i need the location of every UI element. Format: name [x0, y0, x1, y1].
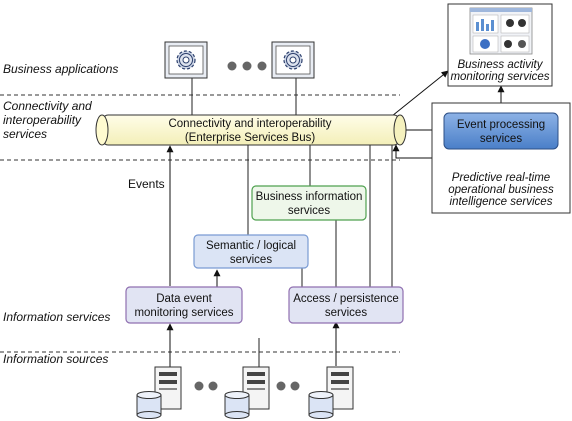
- esb-bus: Connectivity and interoperability (Enter…: [95, 114, 407, 146]
- predictive-line1: Predictive real-time: [452, 172, 550, 184]
- arrows: [166, 70, 505, 370]
- data-event-box: Data event monitoring services: [125, 286, 243, 324]
- ellipsis-dots-apps: [227, 61, 267, 71]
- lane-label-information-sources: Information sources: [3, 352, 108, 366]
- semantic-box: Semantic / logical services: [193, 234, 309, 269]
- semantic-line2: services: [230, 254, 272, 266]
- predictive-line3: intelligence services: [450, 196, 553, 208]
- predictive-line2: operational business: [448, 184, 554, 196]
- dashboard-screenshot: [469, 7, 533, 55]
- access-persistence-line1: Access / persistence: [293, 293, 398, 305]
- data-event-line1: Data event: [156, 293, 212, 305]
- database-icon: [308, 391, 334, 419]
- business-information-line1: Business information: [256, 191, 363, 203]
- data-source-2: [224, 366, 270, 419]
- bam-label-line1: Business activity: [457, 59, 543, 71]
- ellipsis-dots-sources-2: [276, 381, 300, 391]
- bam-box: Business activity monitoring services: [447, 3, 553, 87]
- data-event-line2: monitoring services: [134, 307, 233, 319]
- lane-label-connectivity-2: interoperability: [3, 113, 82, 127]
- lane-label-connectivity-1: Connectivity and: [3, 99, 92, 113]
- business-information-box: Business information services: [251, 185, 367, 221]
- events-label: Events: [128, 177, 165, 191]
- access-persistence-line2: services: [325, 307, 367, 319]
- business-app-1: [164, 41, 208, 79]
- database-icon: [136, 391, 162, 419]
- gear-icon: [176, 50, 196, 70]
- bam-label-line2: monitoring services: [450, 71, 549, 83]
- predictive-container: Event processing services Predictive rea…: [431, 102, 571, 214]
- access-persistence-box: Access / persistence services: [288, 286, 404, 324]
- esb-label-line2: (Enterprise Services Bus): [185, 132, 316, 144]
- esb-label-line1: Connectivity and interoperability: [168, 118, 331, 130]
- connector-lines: [191, 78, 393, 370]
- business-app-2: [271, 41, 315, 79]
- gear-icon: [283, 50, 303, 70]
- semantic-line1: Semantic / logical: [206, 240, 296, 252]
- database-icon: [224, 391, 250, 419]
- ellipsis-dots-sources-1: [194, 381, 218, 391]
- lane-label-connectivity-3: services: [3, 127, 47, 141]
- event-processing-line1: Event processing: [457, 119, 545, 131]
- data-source-1: [136, 366, 182, 419]
- lane-label-information-services: Information services: [3, 310, 110, 324]
- event-processing-line2: services: [480, 133, 522, 145]
- business-information-line2: services: [288, 205, 330, 217]
- lane-label-business-applications: Business applications: [3, 62, 118, 76]
- data-source-3: [308, 366, 354, 419]
